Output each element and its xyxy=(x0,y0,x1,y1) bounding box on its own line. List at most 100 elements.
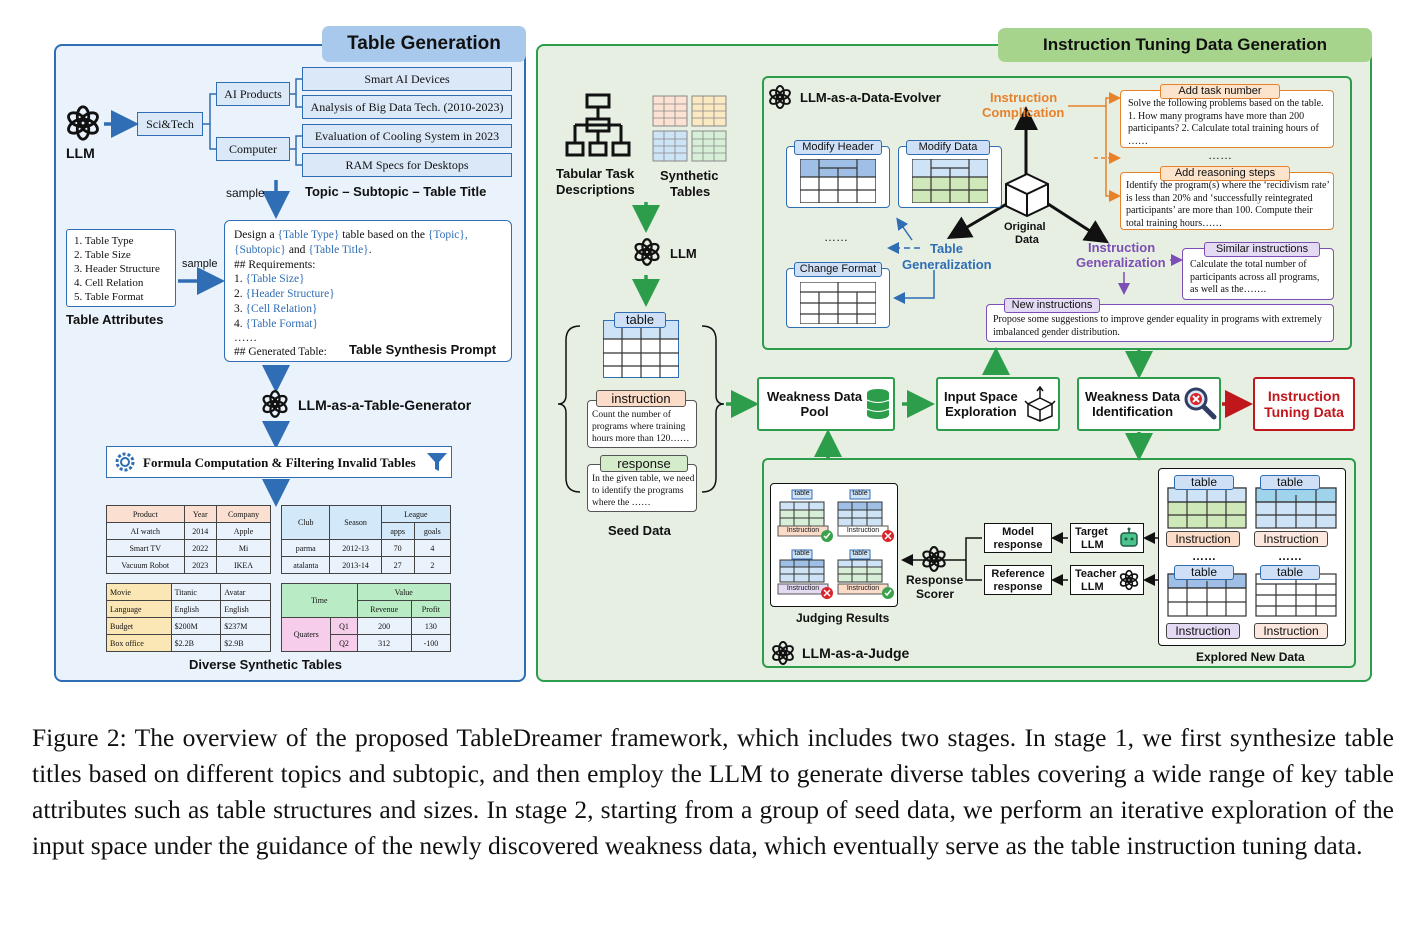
prompt-req-4: 4. {Table Format} xyxy=(234,318,319,330)
prompt-requirements: ## Requirements: xyxy=(234,259,316,271)
attribute-4: 4. Cell Relation xyxy=(74,277,144,289)
seed-response-chip: response xyxy=(600,455,688,472)
t3-cell: Language xyxy=(106,600,172,618)
input-space-exploration-box: Input Space Exploration xyxy=(936,377,1060,431)
sample-label-1: sample xyxy=(226,186,265,200)
new-instructions-text: Propose some suggestions to improve gend… xyxy=(993,314,1322,338)
model-response-label-1: Model xyxy=(1002,526,1034,538)
t3-cell: $2.2B xyxy=(170,634,222,652)
response-scorer-llm-icon xyxy=(922,546,946,572)
t2-cell: atalanta xyxy=(280,556,331,574)
evolver-label: LLM-as-a-Data-Evolver xyxy=(800,90,941,105)
table-synthesis-prompt-box xyxy=(224,220,512,362)
teacher-llm-label-1: Teacher xyxy=(1075,568,1117,580)
llm-logo-icon xyxy=(67,105,99,141)
synthetic-label-2: Tables xyxy=(670,184,711,199)
evolver-llm-icon xyxy=(769,84,791,110)
seed-table-chip: table xyxy=(614,312,666,328)
explored-new-data-label: Explored New Data xyxy=(1196,650,1305,664)
judge-chip-table-3: table xyxy=(794,550,810,557)
model-response-box: Model response xyxy=(984,523,1052,553)
instruction-tuning-data-box: Instruction Tuning Data xyxy=(1253,377,1355,431)
synthetic-tables-icon xyxy=(652,95,727,162)
attribute-2: 2. Table Size xyxy=(74,249,131,261)
new-instructions-chip: New instructions xyxy=(1004,298,1100,313)
prompt-req-2: 2. {Header Structure} xyxy=(234,288,335,300)
add-reasoning-text: Identify the program(s) where the ‘recid… xyxy=(1126,180,1330,229)
subtopic-ai-products: AI Products xyxy=(216,82,290,106)
hierarchy-icon xyxy=(565,93,631,157)
exploration-cube-icon xyxy=(1024,386,1056,422)
similar-instructions-chip: Similar instructions xyxy=(1204,242,1320,257)
weakness-identification-box: Weakness Data Identification xyxy=(1077,377,1221,431)
response-scorer-label-2: Scorer xyxy=(916,587,955,601)
middle-dots: …… xyxy=(1208,148,1232,162)
task-desc-label-1: Tabular Task xyxy=(556,166,635,181)
seed-instruction-chip: instruction xyxy=(596,390,686,407)
judge-chip-instruction-3: Instruction xyxy=(786,585,820,592)
add-task-number-text: Solve the following problems based on th… xyxy=(1128,98,1324,147)
judge-llm-icon xyxy=(772,640,794,666)
change-format-chip: Change Format xyxy=(794,262,882,277)
weakness-pool-label-2: Pool xyxy=(800,404,829,419)
input-space-label-1: Input Space xyxy=(944,389,1018,404)
left-connectors xyxy=(104,78,302,507)
judging-results-label: Judging Results xyxy=(796,611,890,625)
add-reasoning-box xyxy=(1120,172,1334,230)
robot-icon xyxy=(1120,527,1138,547)
t3-cell: Box office xyxy=(106,634,172,652)
prompt-req-1: 1. {Table Size} xyxy=(234,273,305,285)
seed-data-label: Seed Data xyxy=(608,523,671,538)
instruction-tuning-title: Instruction Tuning Data Generation xyxy=(998,28,1372,62)
judge-chip-table-4: table xyxy=(852,550,868,557)
seed-instruction-text: Count the number of programs where train… xyxy=(592,410,690,444)
prompt-req-3: 3. {Cell Relation} xyxy=(234,303,318,315)
t1-cell: 2023 xyxy=(183,556,218,574)
judge-chip-table-1: table xyxy=(794,490,810,497)
original-data-cube-icon xyxy=(1005,172,1049,218)
model-response-label-2: response xyxy=(993,539,1043,551)
t4-cell: -100 xyxy=(410,634,452,652)
t4-cell: Q1 xyxy=(330,617,358,635)
instr-generalization-label-2: Generalization xyxy=(1076,255,1166,270)
instr-complication-label-1: Instruction xyxy=(990,90,1058,105)
reference-response-box: Reference response xyxy=(984,565,1052,595)
t4-time: Time xyxy=(281,583,358,618)
t2-cell: 2013-14 xyxy=(329,556,382,574)
response-scorer-label-1: Response xyxy=(906,573,964,587)
target-llm-label-1: Target xyxy=(1075,526,1108,538)
t3-cell: Movie xyxy=(106,583,172,601)
t4-cell: Q2 xyxy=(330,634,358,652)
instr-generalization-label-1: Instruction xyxy=(1088,240,1156,255)
filter-label: Formula Computation & Filtering Invalid … xyxy=(143,455,416,470)
seed-table-lines xyxy=(603,320,679,378)
t1-cell: Smart TV xyxy=(106,539,185,557)
t4-quaters: Quaters xyxy=(280,617,332,652)
table-generator-llm-icon xyxy=(262,390,288,418)
change-format-table xyxy=(800,282,876,324)
teacher-llm-icon xyxy=(1119,569,1139,591)
subtopic-computer: Computer xyxy=(216,137,290,161)
explored-tables xyxy=(1167,487,1337,617)
t2-club: Club xyxy=(280,505,331,540)
target-llm-label-2: LLM xyxy=(1081,539,1104,551)
judge-chip-instruction-2: Instruction xyxy=(846,527,880,534)
right-flow-arrows xyxy=(557,92,1253,586)
t2-cell: 2 xyxy=(413,556,452,574)
instruction-tuning-label-1: Instruction xyxy=(1267,388,1341,404)
seed-response-box xyxy=(587,464,697,512)
teacher-llm-label-2: LLM xyxy=(1081,581,1104,593)
table-generation-panel xyxy=(54,44,526,682)
title-cooling: Evaluation of Cooling System in 2023 xyxy=(302,124,512,148)
explored-table-chip-1: table xyxy=(1174,475,1234,490)
input-space-label-2: Exploration xyxy=(945,404,1017,419)
table-generalization-label-1: Table xyxy=(930,241,963,256)
modify-data-table xyxy=(912,159,988,203)
add-task-number-chip: Add task number xyxy=(1160,84,1280,99)
judge-chip-instruction-4: Instruction xyxy=(846,585,880,592)
synthetic-label-1: Synthetic xyxy=(660,168,719,183)
judge-label: LLM-as-a-Judge xyxy=(802,645,910,661)
reference-response-label-2: response xyxy=(993,581,1043,593)
